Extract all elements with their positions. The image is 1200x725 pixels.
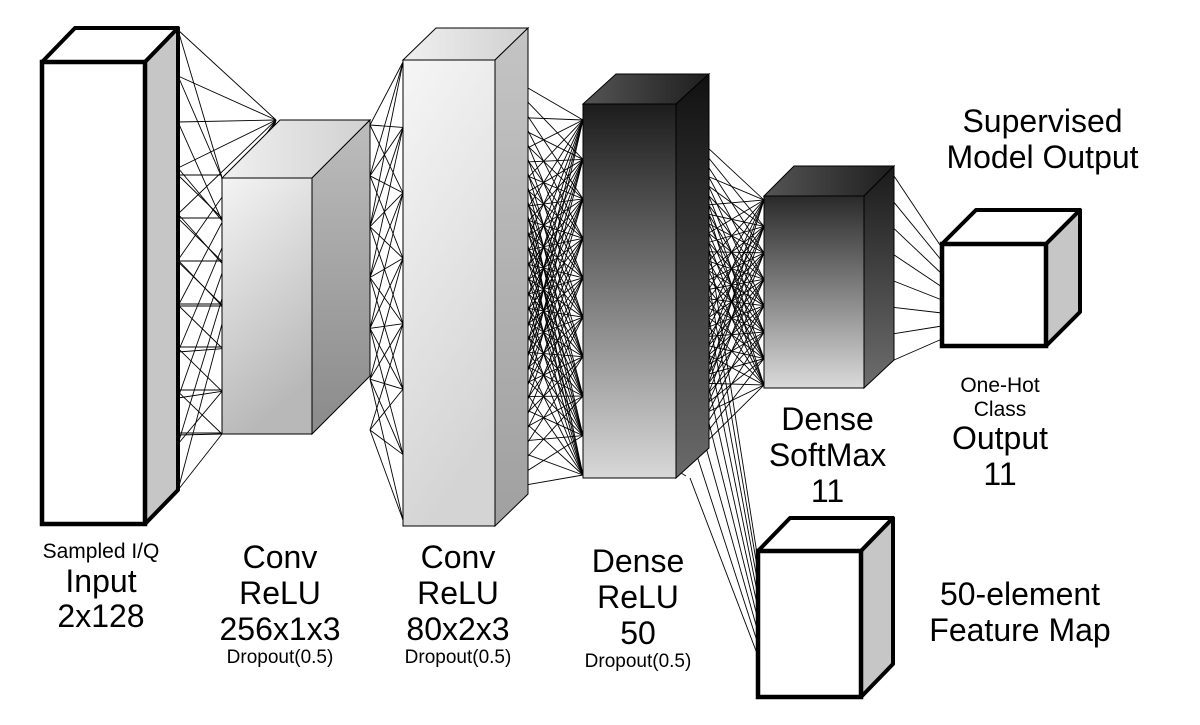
dense1-label-line2: ReLU (597, 578, 679, 615)
conv1-block (220, 118, 372, 436)
input-block (39, 26, 180, 527)
output-heading-line2: Model Output (946, 138, 1139, 175)
conv2-block-front (402, 59, 496, 527)
dense2-block-side (863, 164, 895, 390)
conv2-label: Conv ReLU 80x2x3 Dropout(0.5) (378, 539, 538, 669)
conv2-block (401, 26, 530, 528)
dense1-label-line4: Dropout(0.5) (584, 651, 692, 673)
conv1-label-line1: Conv (242, 539, 318, 575)
dense2-label: Dense SoftMax 11 (745, 401, 910, 509)
input-label-line1: Sampled I/Q (42, 540, 160, 563)
output-heading-line1: Supervised (962, 103, 1123, 139)
dense1-label-line1: Dense (591, 543, 685, 579)
output-sub-line1: One-Hot (960, 374, 1040, 397)
output-cube-front (939, 241, 1049, 349)
conv2-label-line2: ReLU (417, 574, 499, 611)
conv1-label-line4: Dropout(0.5) (226, 647, 334, 669)
dense2-label-line1: Dense (781, 401, 874, 437)
dense1-block-front (582, 103, 677, 479)
feature-map-block-front (755, 548, 864, 700)
conv1-label-line3: 256x1x3 (219, 610, 341, 647)
dense1-label-line3: 50 (620, 614, 656, 651)
feature-map-label-line2: Feature Map (929, 611, 1111, 648)
input-label-line2: Input (65, 562, 137, 599)
conv1-label: Conv ReLU 256x1x3 Dropout(0.5) (200, 539, 360, 669)
conv1-block-front (221, 177, 313, 435)
input-label: Sampled I/Q Input 2x128 (26, 540, 176, 635)
feature-map-label: 50-element Feature Map (900, 576, 1140, 649)
output-heading: Supervised Model Output (915, 103, 1170, 176)
feature-map-label-line1: 50-element (939, 576, 1101, 612)
conv2-label-line3: 80x2x3 (406, 610, 510, 647)
conv2-block-side (494, 26, 529, 528)
input-block-side (143, 26, 180, 526)
dense1-label: Dense ReLU 50 Dropout(0.5) (558, 543, 718, 673)
output-cube (939, 208, 1082, 349)
dense2-label-line2: SoftMax (768, 436, 887, 473)
output-main-line2: 11 (983, 455, 1017, 492)
dense2-block-front (763, 195, 865, 389)
output-main-line1: Output (951, 420, 1049, 457)
dense2-block (762, 164, 896, 390)
conv1-label-line2: ReLU (239, 574, 321, 611)
feature-map-block-side (859, 516, 895, 699)
dense1-block-side (675, 72, 710, 480)
conv2-label-line1: Conv (420, 539, 496, 575)
output-sub-line2: Class (973, 397, 1027, 421)
input-label-line3: 2x128 (57, 598, 145, 635)
output-label: One-Hot Class Output 11 (925, 374, 1075, 493)
dense2-label-line3: 11 (810, 472, 845, 509)
input-block-front (39, 59, 148, 527)
conv2-label-line4: Dropout(0.5) (404, 647, 512, 669)
dense1-block (581, 72, 711, 480)
feature-map-block (755, 516, 895, 700)
